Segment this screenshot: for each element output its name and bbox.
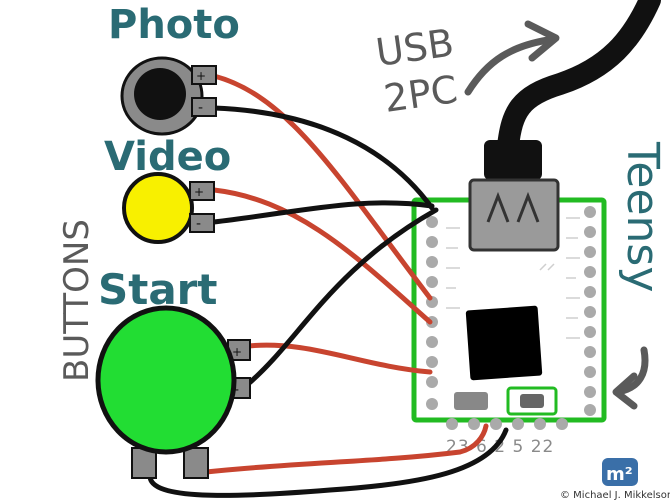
wires	[147, 73, 509, 498]
svg-text:+: +	[196, 69, 206, 83]
pin-numbers-label: 23 6 2 5 22	[446, 437, 554, 457]
video-terminal-pos	[189, 181, 215, 201]
arrow-to-pc	[464, 36, 552, 96]
video-label: Video	[104, 134, 231, 180]
svg-text:-: -	[198, 100, 203, 116]
wire-video-red	[211, 187, 433, 325]
photo-label: Photo	[108, 2, 240, 48]
wire-start-red-lower	[203, 423, 489, 475]
left-pin-row	[426, 216, 438, 410]
usb-label-group: USB 2PC	[373, 20, 560, 121]
small-chip	[454, 392, 488, 410]
usb-label-line2: 2PC	[381, 67, 460, 121]
photo-terminal-neg	[191, 97, 217, 117]
bottom-pin-row	[446, 418, 568, 430]
svg-text:+: +	[232, 345, 242, 359]
usb-cable	[484, 0, 661, 180]
wire-photo-red	[211, 73, 433, 301]
wire-start-black-lower	[147, 427, 509, 498]
buttons-label: BUTTONS	[57, 219, 97, 382]
photo-button: Photo + -	[108, 2, 240, 136]
start-terminal-bottom-right	[183, 447, 209, 479]
usb-label-line1: USB	[373, 20, 456, 74]
start-button: Start + -	[95, 265, 251, 479]
usb-connector	[468, 178, 560, 252]
credit-text: © Michael J. Mikkelson	[560, 490, 670, 501]
teensy-label: Teensy	[617, 141, 668, 292]
svg-text:-: -	[196, 216, 201, 232]
logo-text: m²	[606, 464, 633, 485]
teensy-label-group: Teensy	[612, 141, 668, 410]
svg-text:+: +	[194, 185, 204, 199]
wire-start-red-upper	[245, 342, 433, 375]
photo-terminal-pos	[191, 65, 217, 85]
arrow-to-board	[614, 346, 649, 396]
m2-logo: m²	[602, 458, 638, 486]
wire-start-black-upper	[245, 207, 439, 387]
teensy-board	[411, 178, 607, 430]
video-terminal-neg	[189, 213, 215, 233]
svg-text:-: -	[234, 382, 239, 398]
wire-video-black	[211, 200, 435, 225]
main-chip	[465, 305, 543, 381]
video-button: Video + -	[104, 134, 231, 244]
start-label: Start	[98, 265, 217, 314]
right-pin-row	[584, 206, 596, 416]
wire-photo-black	[211, 105, 435, 211]
